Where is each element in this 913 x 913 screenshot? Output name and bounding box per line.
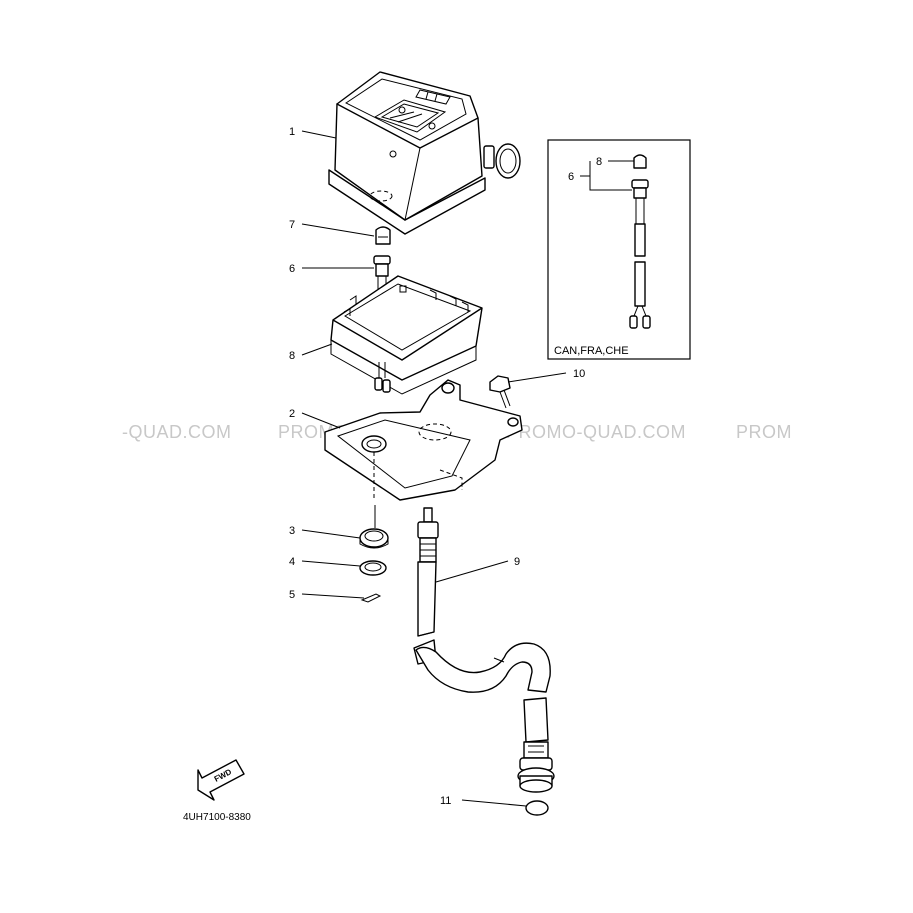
callout-1: 1: [289, 126, 295, 138]
callout-numbers: 1 7 6 8 2 3 4 5 9 10 11: [289, 126, 585, 807]
fwd-arrow: FWD: [197, 759, 245, 801]
o-ring-part: [525, 800, 549, 816]
callout-6: 6: [289, 263, 295, 275]
grommet-part: [359, 505, 389, 549]
bulb-part: [375, 226, 391, 245]
inset-region-label: CAN,FRA,CHE: [554, 345, 629, 357]
callout-7: 7: [289, 219, 295, 231]
meter-assembly-part: [328, 71, 521, 235]
callout-2: 2: [289, 408, 295, 420]
clip-part: [360, 593, 382, 603]
meter-case-part: [330, 275, 483, 395]
watermark-text-3: PROMO-QUAD.COM: [506, 422, 686, 442]
inset-box: 8 6 CAN,FRA,CHE: [547, 139, 691, 360]
callout-10: 10: [573, 368, 585, 380]
meter-bracket-part: [324, 379, 523, 501]
callout-11: 11: [440, 795, 451, 807]
inset-callout-8: 8: [596, 156, 602, 168]
inset-callout-6: 6: [568, 171, 574, 183]
bolt-part: [489, 375, 511, 409]
washer-part: [359, 560, 387, 576]
diagram-code: 4UH7100-8380: [183, 812, 251, 823]
callout-9: 9: [514, 556, 520, 568]
callout-8: 8: [289, 350, 295, 362]
watermark-text-1: -QUAD.COM: [122, 422, 232, 442]
callout-5: 5: [289, 589, 295, 601]
leader-lines: [301, 130, 567, 807]
callout-4: 4: [289, 556, 295, 568]
speedometer-cable-part: [413, 507, 555, 793]
callout-3: 3: [289, 525, 295, 537]
watermark-text-4: PROM: [736, 422, 792, 442]
